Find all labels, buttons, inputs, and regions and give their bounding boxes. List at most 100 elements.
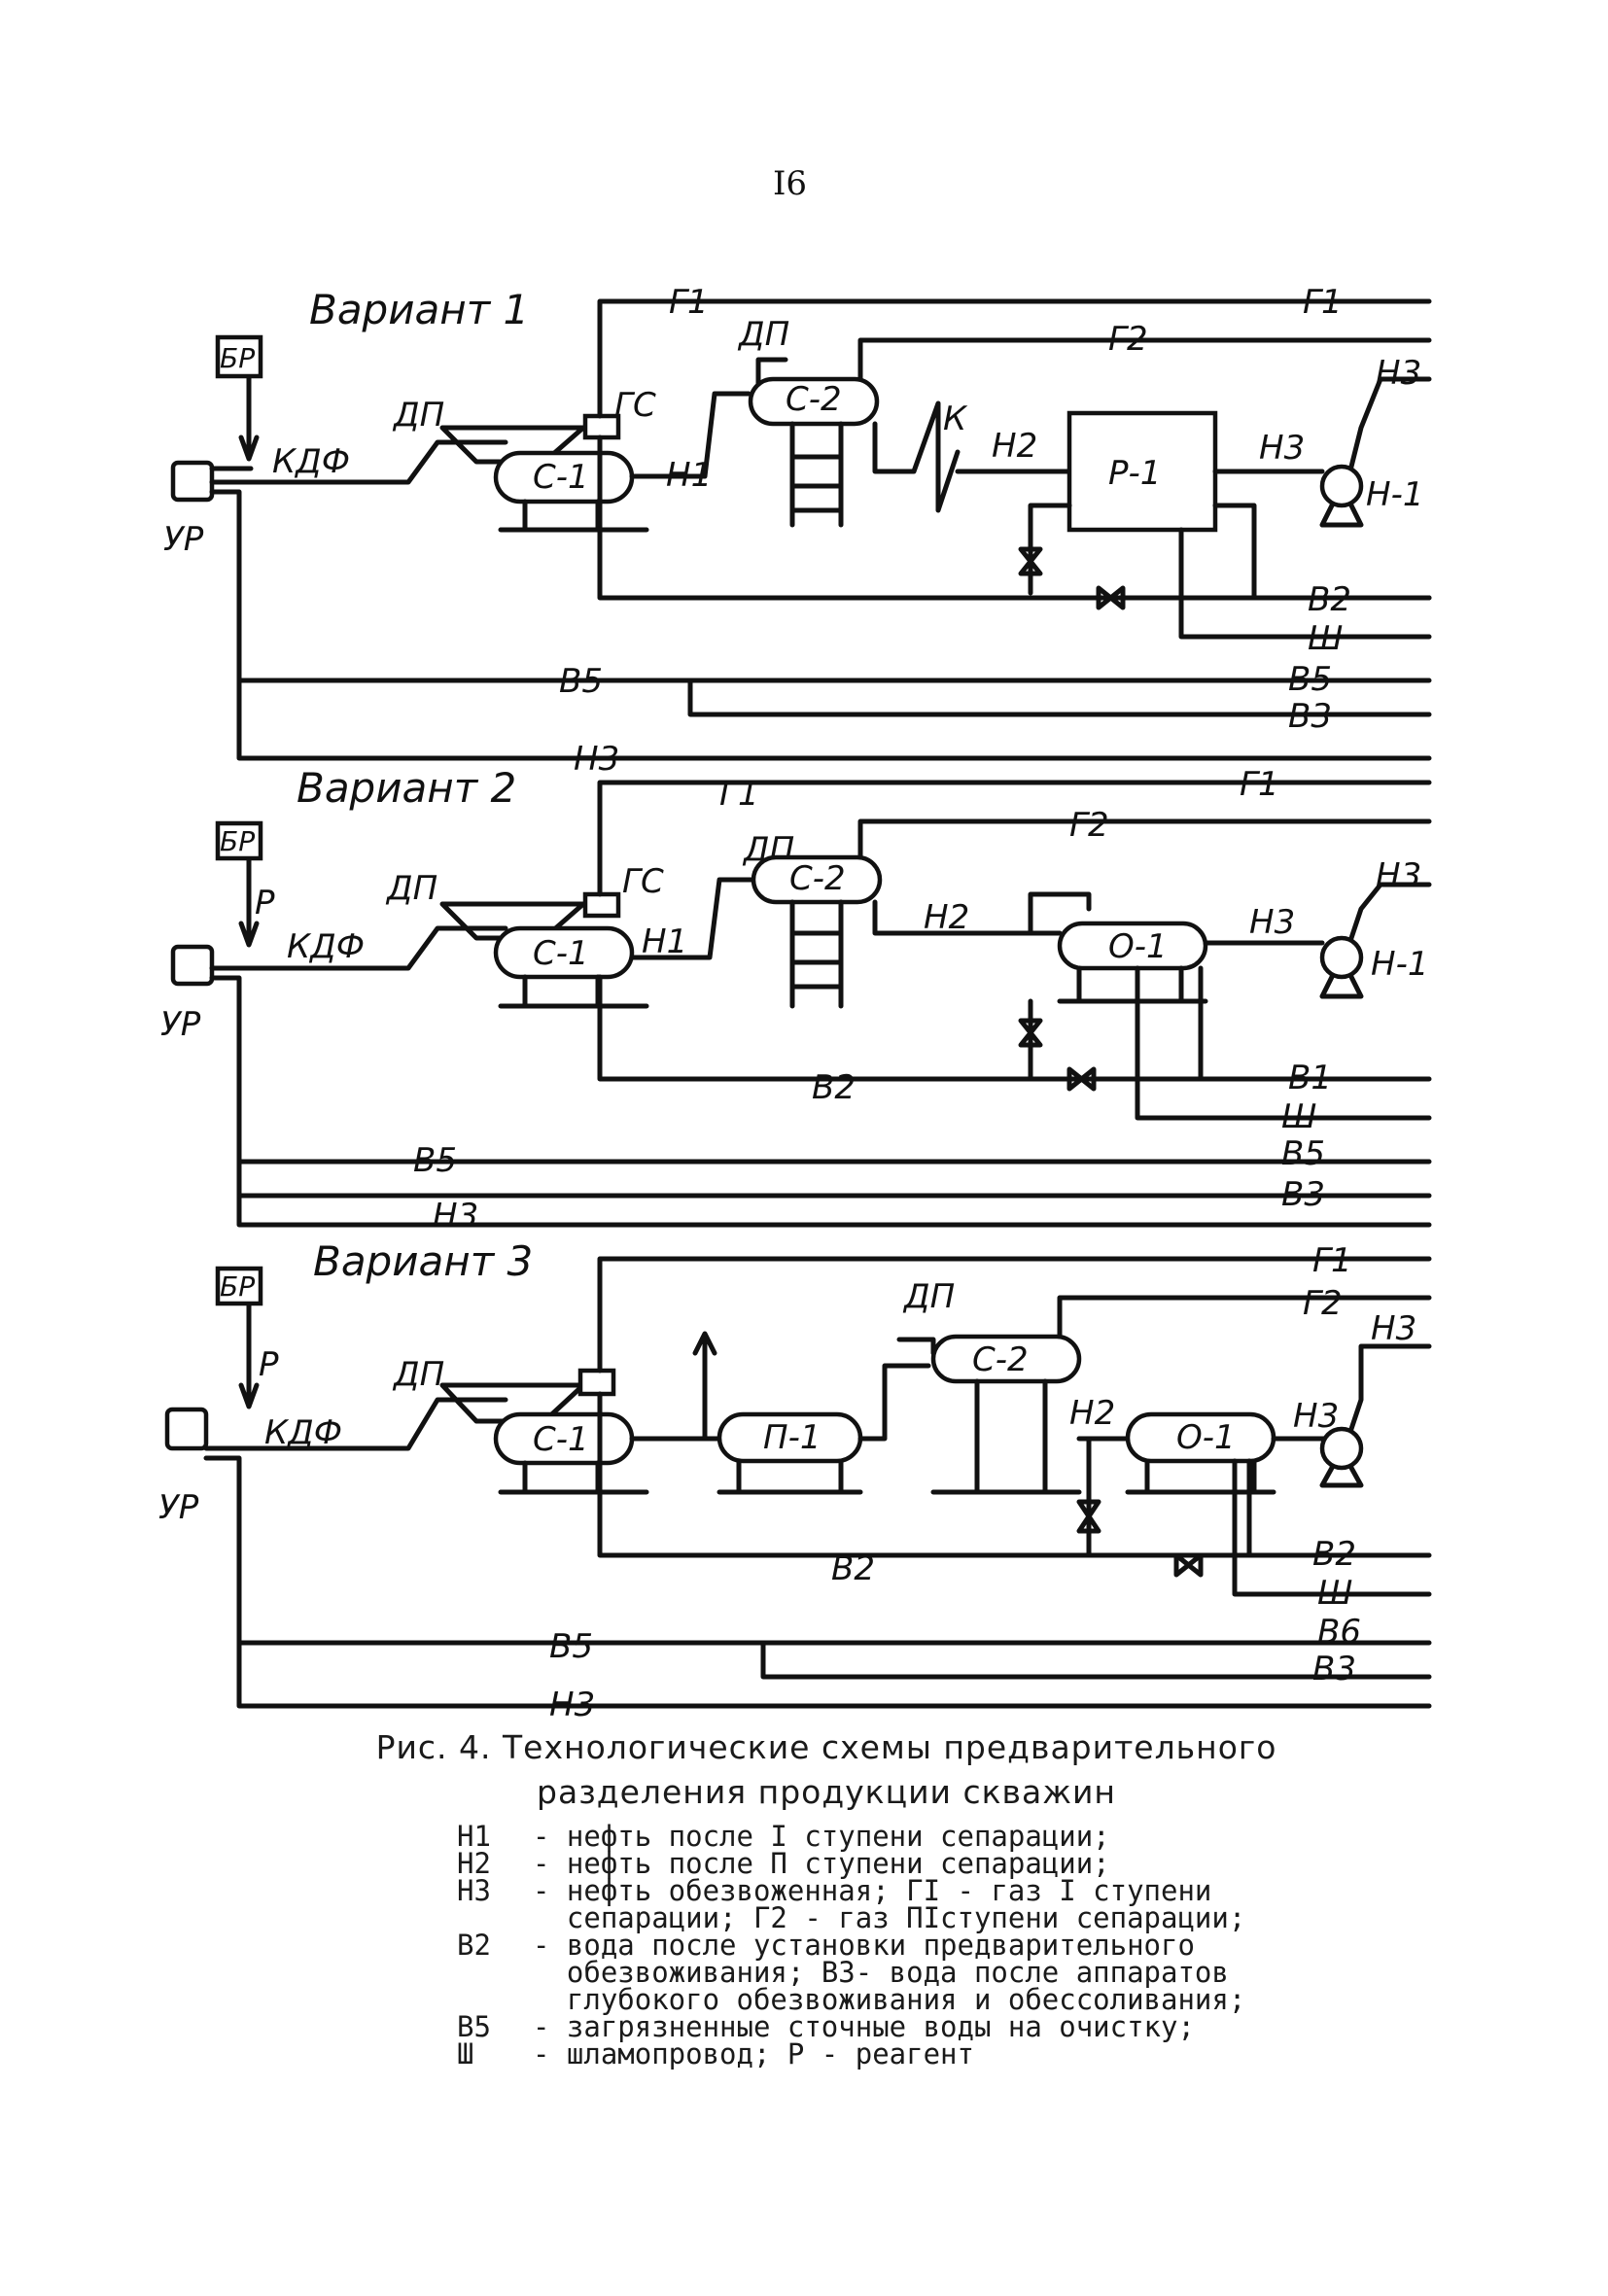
out-b1-label-2: В1 — [1288, 1059, 1332, 1097]
n1-label-1: Н1 — [666, 456, 712, 495]
process-flow-diagram: I6 Вариант 1 БР УР КДФ ДП С-1 ГС Г1 Г1 Н… — [158, 164, 1432, 1724]
variant-1-title: Вариант 1 — [309, 286, 529, 333]
gas1-line-2 — [597, 780, 1432, 897]
p-label-2: Р — [255, 884, 275, 922]
gas2-line-1 — [857, 337, 1432, 382]
gs-box-1 — [582, 413, 621, 440]
heater-k-1 — [872, 400, 961, 513]
pump-h1-v2 — [1319, 935, 1364, 980]
legend-text: сепарации; Г2 - газ ПIступени сепарации; — [533, 1901, 1246, 1934]
ur-label-2: УР — [160, 1005, 201, 1044]
ur-block-1 — [170, 460, 215, 503]
c2-support-3 — [930, 1378, 1082, 1495]
p1-label-1: Р-1 — [1108, 454, 1161, 493]
n3top-label-3: Н3 — [1371, 1309, 1416, 1348]
variant-3-scheme: Вариант 3 БР Р УР КДФ ДП С-1 Г1 П-1 ДП С… — [158, 1237, 1432, 1724]
g1a-label-1: Г1 — [669, 283, 709, 322]
oil1-line-1 — [629, 391, 752, 479]
reagent-line-2 — [238, 856, 260, 948]
legend-symbol: Н2 — [457, 1847, 491, 1880]
n3top-label-2: Н3 — [1376, 856, 1421, 895]
legend-row: В5- загрязненные сточные воды на очистку… — [292, 2013, 1361, 2041]
legend: Н1- нефть после I ступени сепарации; Н2 -… — [292, 1820, 1361, 2069]
k-label-1: К — [943, 400, 968, 438]
ur-block-2 — [170, 944, 215, 987]
reagent-block-3 — [215, 1266, 263, 1306]
caption-title-line-1: Рис. 4. Технологические схемы предварите… — [375, 1728, 1277, 1766]
c1-label-1: С-1 — [533, 458, 589, 497]
dp-label-2a: ДП — [385, 869, 437, 908]
legend-row: обезвоживания; В3- вода после аппаратов — [292, 1959, 1361, 1987]
feed-lines-3 — [203, 1397, 1432, 1709]
dp2-line-3 — [896, 1337, 936, 1356]
p1-vent-3 — [692, 1331, 717, 1442]
reagent-block-1 — [215, 334, 263, 379]
g1b-label-2: Г1 — [1240, 765, 1279, 804]
gas2-line-2 — [857, 818, 1432, 860]
dp-label-1a: ДП — [392, 396, 444, 435]
c2-label-1: С-2 — [786, 380, 842, 419]
legend-symbol — [292, 1986, 533, 2013]
br-label-1: БР — [220, 342, 255, 374]
gs-label-2: ГС — [622, 862, 664, 901]
n3-label-3: Н3 — [1293, 1397, 1339, 1436]
variant-1-scheme: Вариант 1 БР УР КДФ ДП С-1 ГС Г1 Г1 Н1 Д… — [163, 283, 1432, 779]
vessel-p1-v1 — [1066, 410, 1218, 533]
gs-label-1: ГС — [614, 386, 656, 425]
c2-label-2: С-2 — [789, 859, 846, 898]
out-b2-label-1: В2 — [1308, 580, 1351, 619]
n1-label-2: Н1 — [642, 922, 687, 961]
out-b3-label-1: В3 — [1288, 697, 1332, 736]
legend-symbol — [292, 1959, 533, 1986]
out-sh-label-3: Ш — [1317, 1574, 1352, 1613]
legend-text: - нефть после П ступени сепарации; — [533, 1847, 1110, 1880]
legend-row: Н1- нефть после I ступени сепарации; — [292, 1820, 1361, 1853]
reagent-line-3 — [238, 1302, 260, 1409]
c1-label-3: С-1 — [533, 1420, 589, 1459]
n2-label-3: Н2 — [1069, 1394, 1115, 1433]
kdf-label-1: КДФ — [272, 442, 350, 481]
gas1-line-1 — [597, 298, 1432, 419]
n3-bot-label-1: Н3 — [574, 740, 619, 779]
legend-row: Ш- шламопровод; Р - реагент — [292, 2040, 1361, 2069]
valves-1 — [1018, 546, 1126, 610]
b5-mid-label-2: В5 — [413, 1141, 457, 1180]
c1-label-2: С-1 — [533, 934, 589, 973]
n3-bot-label-3: Н3 — [549, 1686, 595, 1724]
legend-text: глубокого обезвоживания и обессоливания; — [533, 1983, 1246, 2016]
p1-supports-3 — [717, 1458, 863, 1495]
oil-to-c2-3 — [857, 1363, 931, 1442]
o1-label-3: О-1 — [1176, 1418, 1236, 1457]
kdf-label-2: КДФ — [287, 927, 365, 966]
out-b2-label-3: В2 — [1312, 1535, 1356, 1574]
water2-line-1 — [597, 435, 1432, 601]
g2-label-1: Г2 — [1108, 320, 1148, 359]
g2-label-3: Г2 — [1303, 1284, 1343, 1323]
p-label-3: Р — [259, 1345, 279, 1384]
dp-label-3b: ДП — [902, 1277, 955, 1316]
c2-support-1 — [789, 421, 844, 528]
c1-supports-3 — [498, 1460, 649, 1495]
o1-label-2: О-1 — [1108, 927, 1168, 966]
o1-supports-2 — [1057, 965, 1208, 1004]
out-b5-label-2: В5 — [1281, 1134, 1325, 1173]
br-label-3: БР — [220, 1270, 255, 1303]
legend-row: Н3- нефть обезвоженная; ГI - газ I ступе… — [292, 1877, 1361, 1905]
legend-symbol — [292, 1904, 533, 1931]
p1-label-3: П-1 — [763, 1418, 821, 1457]
separator-c1-v2 — [493, 925, 635, 980]
out-b3-label-3: В3 — [1312, 1650, 1356, 1688]
variant-2-scheme: Вариант 2 БР Р УР КДФ ДП С-1 ГС Г1 Г1 Н1… — [160, 764, 1432, 1235]
pump-outlet-2 — [1319, 882, 1432, 999]
pump-h1-v3 — [1319, 1426, 1364, 1471]
b3-line-3 — [760, 1640, 1432, 1680]
legend-row: Н2 - нефть после П ступени сепарации; — [292, 1847, 1361, 1880]
legend-symbol: Н1 — [457, 1820, 491, 1853]
variant-3-title: Вариант 3 — [313, 1237, 533, 1285]
out-b6-label-3: В6 — [1317, 1613, 1361, 1652]
valves-2 — [1018, 1018, 1097, 1092]
b2-mid-label-3: В2 — [831, 1549, 875, 1588]
n3-label-2: Н3 — [1249, 903, 1295, 942]
g2-label-2: Г2 — [1069, 806, 1109, 845]
c1-supports-1 — [498, 499, 649, 533]
